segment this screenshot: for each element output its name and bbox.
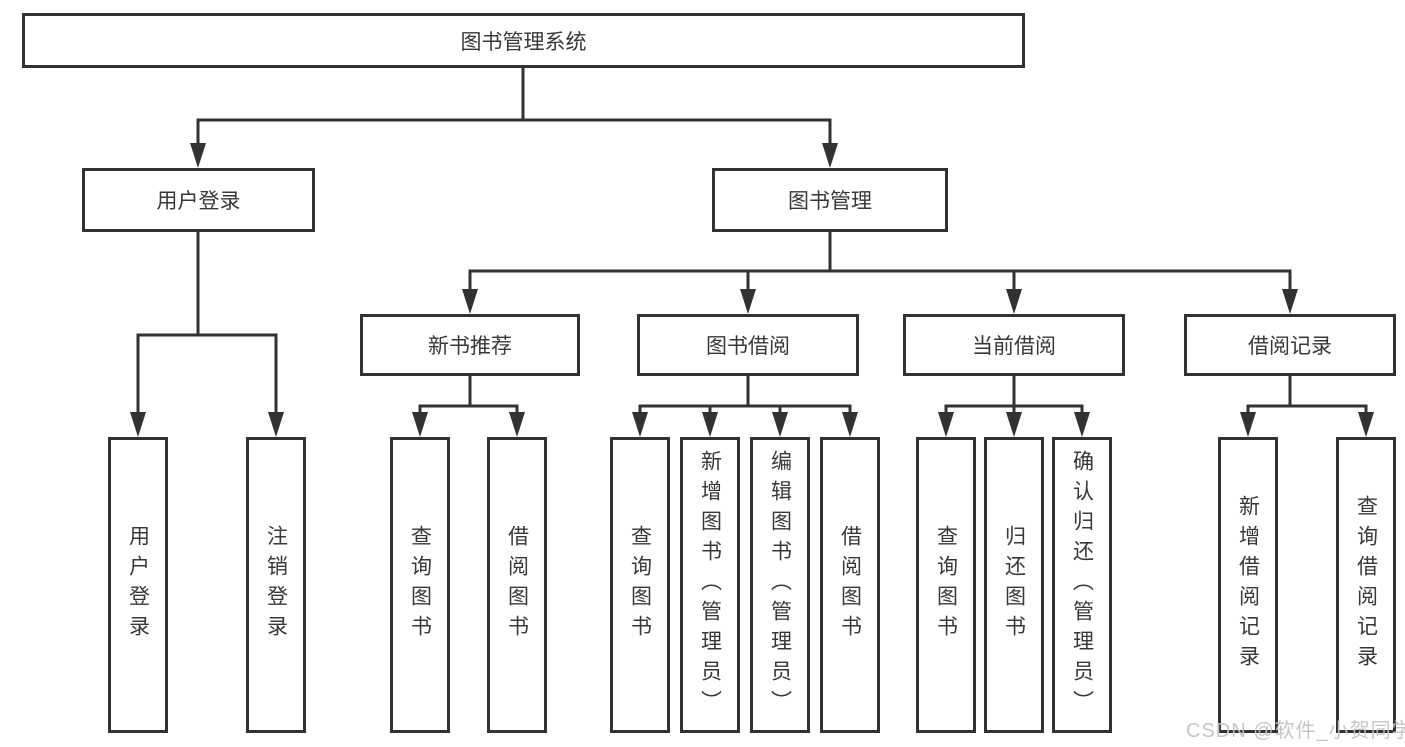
node-current-borrow: 当前借阅 xyxy=(903,314,1125,376)
node-book-mgmt-label: 图书管理 xyxy=(788,190,872,213)
leaf-current-confirm-return-admin-label: 确认归还（管理员） xyxy=(1070,450,1094,720)
csdn-watermark: CSDN @软件_小贺同学 xyxy=(1186,720,1405,742)
leaf-current-query-books-label: 查询图书 xyxy=(934,525,958,645)
connector-new-book-rec-split xyxy=(412,376,525,437)
node-user-login: 用户登录 xyxy=(82,168,315,232)
leaf-rec-query-books: 查询图书 xyxy=(390,437,450,733)
leaf-rec-borrow-books: 借阅图书 xyxy=(487,437,547,733)
leaf-borrow-add-books-admin-label: 新增图书（管理员） xyxy=(698,450,722,720)
leaf-current-confirm-return-admin: 确认归还（管理员） xyxy=(1052,437,1112,733)
node-current-borrow-label: 当前借阅 xyxy=(972,335,1056,358)
leaf-records-add-record: 新增借阅记录 xyxy=(1218,437,1278,733)
leaf-borrow-edit-books-admin-label: 编辑图书（管理员） xyxy=(768,450,792,720)
leaf-current-return-books: 归还图书 xyxy=(984,437,1044,733)
leaf-logout-label: 注销登录 xyxy=(264,525,288,645)
connector-borrow-records-split xyxy=(1240,376,1374,437)
node-user-login-label: 用户登录 xyxy=(156,190,241,213)
node-new-book-rec-label: 新书推荐 xyxy=(428,335,512,358)
leaf-user-login: 用户登录 xyxy=(108,437,168,733)
node-borrow-records-label: 借阅记录 xyxy=(1248,335,1332,358)
node-book-borrow-label: 图书借阅 xyxy=(706,335,790,358)
node-book-mgmt: 图书管理 xyxy=(712,168,948,232)
leaf-user-login-label: 用户登录 xyxy=(126,525,150,645)
node-borrow-records: 借阅记录 xyxy=(1184,314,1396,376)
leaf-records-query-record: 查询借阅记录 xyxy=(1336,437,1396,733)
leaf-current-query-books: 查询图书 xyxy=(916,437,976,733)
leaf-borrow-query-books-label: 查询图书 xyxy=(628,525,652,645)
connector-book-borrow-split xyxy=(632,376,858,437)
node-book-borrow: 图书借阅 xyxy=(637,314,859,376)
node-new-book-rec: 新书推荐 xyxy=(360,314,580,376)
leaf-records-query-record-label: 查询借阅记录 xyxy=(1354,495,1378,675)
connector-current-borrow-split xyxy=(938,376,1090,437)
connector-user-login-split xyxy=(130,232,284,437)
leaf-current-return-books-label: 归还图书 xyxy=(1002,525,1026,645)
leaf-borrow-borrow-books: 借阅图书 xyxy=(820,437,880,733)
leaf-borrow-edit-books-admin: 编辑图书（管理员） xyxy=(750,437,810,733)
leaf-rec-borrow-books-label: 借阅图书 xyxy=(505,525,529,645)
node-root-label: 图书管理系统 xyxy=(460,30,587,54)
node-root: 图书管理系统 xyxy=(22,13,1025,68)
leaf-records-add-record-label: 新增借阅记录 xyxy=(1236,495,1260,675)
connector-book-mgmt-split xyxy=(462,232,1298,314)
leaf-borrow-query-books: 查询图书 xyxy=(610,437,670,733)
leaf-borrow-add-books-admin: 新增图书（管理员） xyxy=(680,437,740,733)
leaf-borrow-borrow-books-label: 借阅图书 xyxy=(838,525,862,645)
connector-root-split xyxy=(190,68,838,168)
leaf-rec-query-books-label: 查询图书 xyxy=(408,525,432,645)
leaf-logout: 注销登录 xyxy=(246,437,306,733)
